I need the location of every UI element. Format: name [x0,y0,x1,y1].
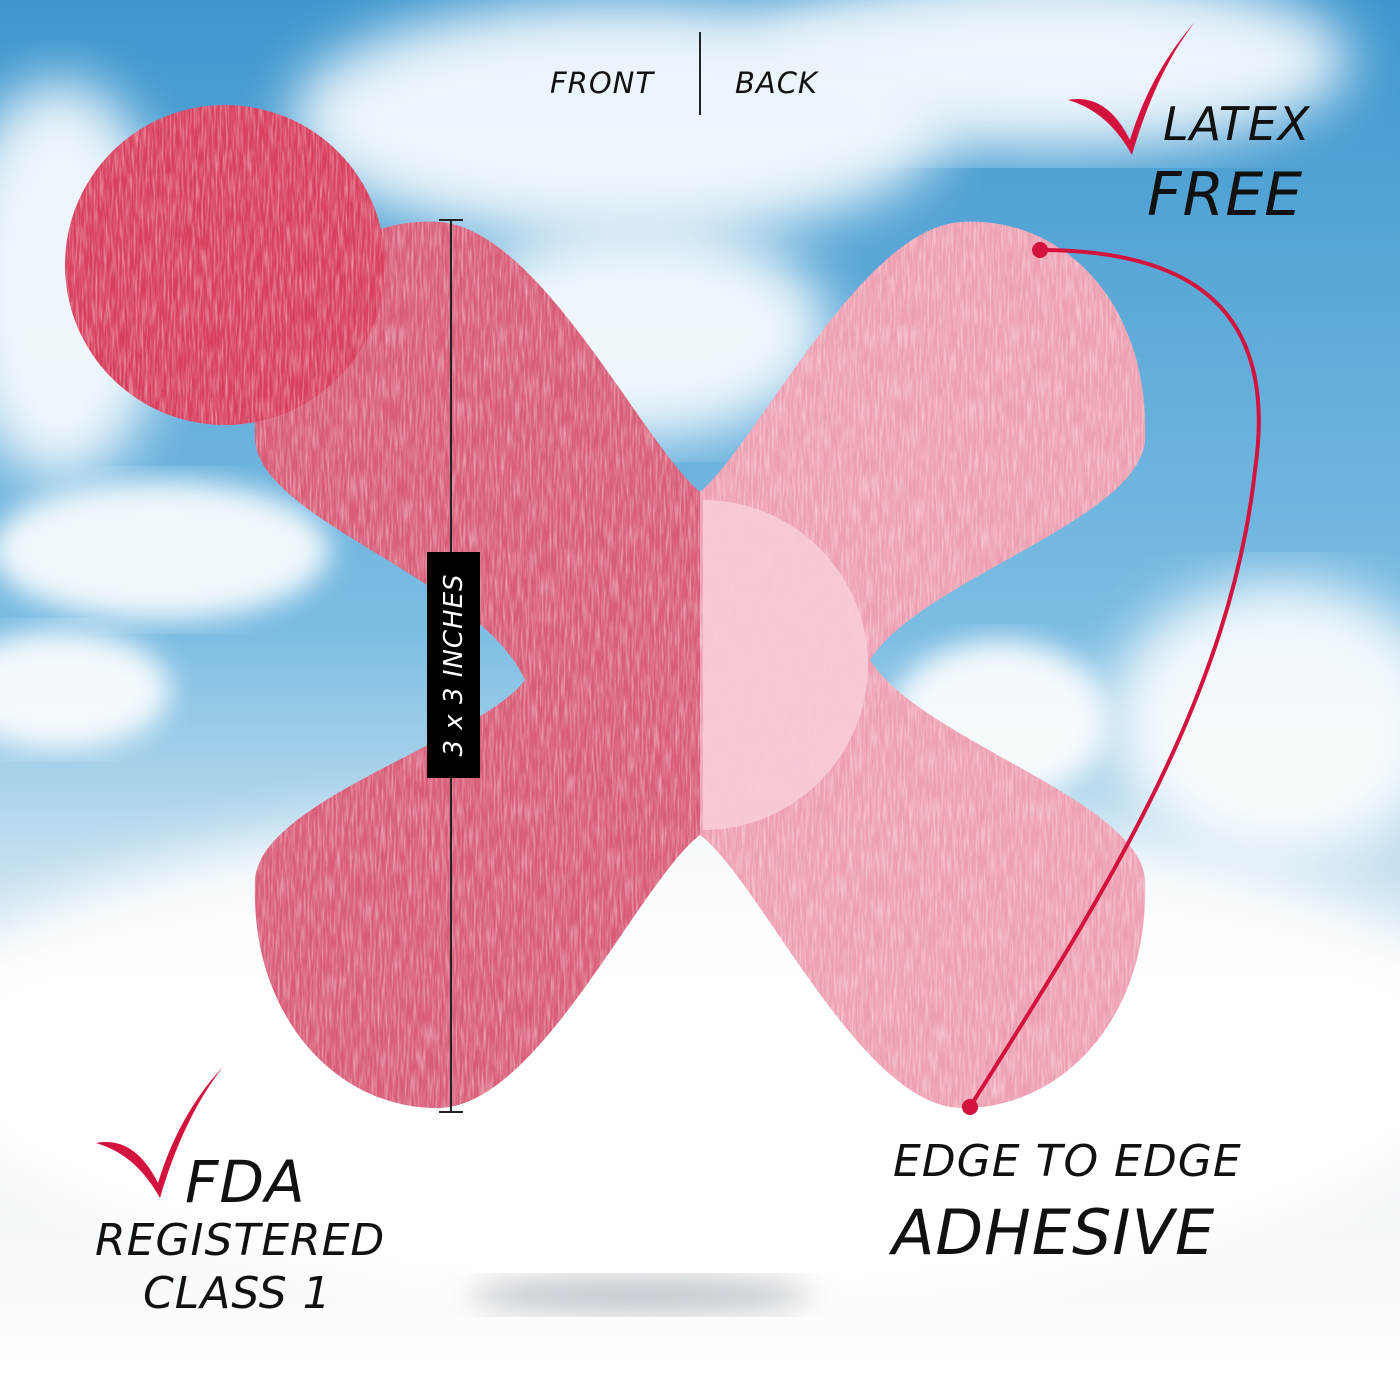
shadow [470,1277,810,1313]
adhesive-label: ADHESIVE [892,1196,1216,1269]
release-tab [703,500,868,830]
latex-label: LATEX [1163,97,1311,151]
adhesive-callout [962,242,1261,1115]
front-label: FRONT [550,66,655,100]
class-label: CLASS 1 [143,1268,332,1319]
size-badge: 3 x 3 INCHES [427,552,480,778]
texture-zoom-circle [65,105,385,425]
edge-to-edge-label: EDGE TO EDGE [893,1136,1242,1187]
clouds [0,0,1400,1300]
size-label: 3 x 3 INCHES [438,573,469,757]
registered-label: REGISTERED [95,1215,386,1266]
fda-label: FDA [185,1148,306,1216]
back-label: BACK [735,66,818,100]
free-label: FREE [1147,160,1304,230]
bandage-back [700,221,1146,1109]
